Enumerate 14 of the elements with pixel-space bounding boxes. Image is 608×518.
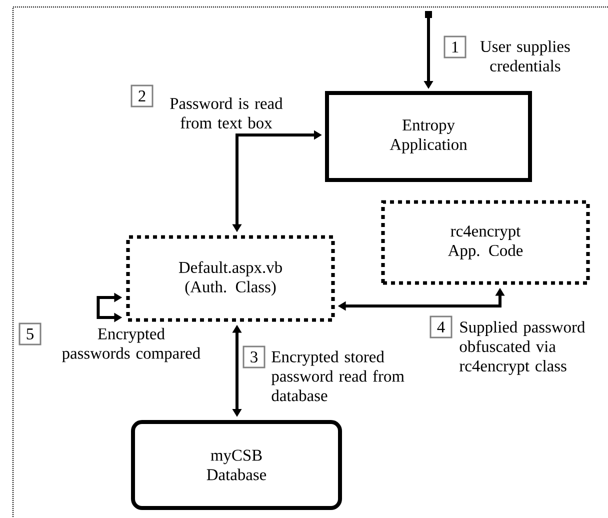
edge-label: Password is read from text box <box>170 98 283 128</box>
edge-label: Supplied password obfuscated via rc4encrypt class <box>460 321 586 375</box>
callout-number: 4 <box>430 316 452 338</box>
callout-number: 3 <box>242 346 266 368</box>
code-box: rc4encrypt App. Code <box>381 200 590 285</box>
edge-label: User supplies credentials <box>480 40 570 72</box>
database-box: myCSB Database <box>131 420 342 510</box>
code-box: Default.aspx.vb (Auth. Class) <box>126 235 335 322</box>
process-box: Entropy Application <box>325 91 532 182</box>
callout-number: 1 <box>444 36 466 58</box>
callout-number: 5 <box>18 322 42 346</box>
callout-number: 2 <box>130 84 154 108</box>
edge-label: Encrypted passwords compared <box>62 328 200 362</box>
edge-label: Encrypted stored password read from database <box>271 350 404 402</box>
